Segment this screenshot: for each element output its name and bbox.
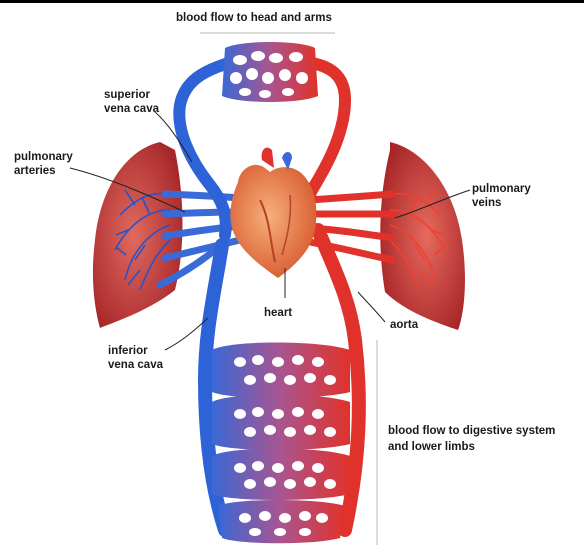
label-pulmonary-veins-line1: pulmonary <box>472 182 531 196</box>
top-capillary-bed <box>222 42 318 102</box>
label-pulmonary-arteries-line2: arteries <box>14 164 56 178</box>
label-pulmonary-veins-line2: veins <box>472 196 501 210</box>
label-inferior-vena-cava-line2: vena cava <box>108 358 163 372</box>
label-heart: heart <box>264 306 292 320</box>
heart-illustration <box>230 148 316 278</box>
label-blood-flow-digestive-line1: blood flow to digestive system <box>388 424 555 438</box>
label-blood-flow-digestive-line2: and lower limbs <box>388 440 475 454</box>
label-superior-vena-cava-line2: vena cava <box>104 102 159 116</box>
label-aorta: aorta <box>390 318 418 332</box>
lower-capillary-beds <box>212 343 350 544</box>
label-superior-vena-cava-line1: superior <box>104 88 150 102</box>
label-blood-flow-head-arms: blood flow to head and arms <box>176 11 332 25</box>
label-inferior-vena-cava-line1: inferior <box>108 344 148 358</box>
label-pulmonary-arteries-line1: pulmonary <box>14 150 73 164</box>
